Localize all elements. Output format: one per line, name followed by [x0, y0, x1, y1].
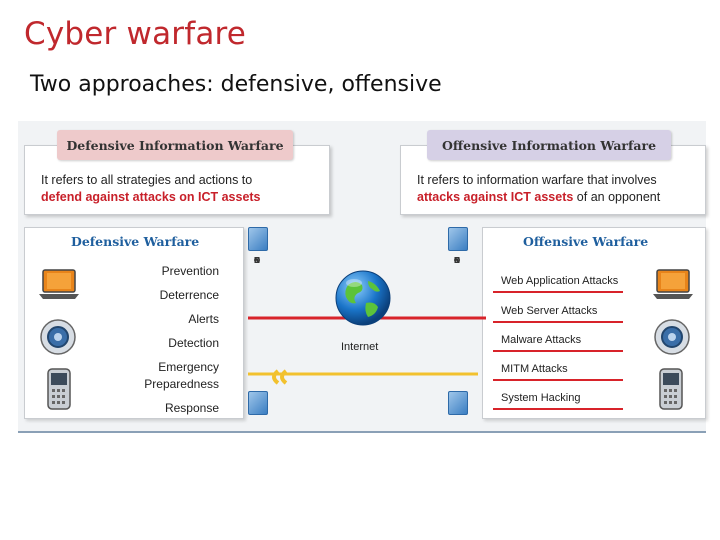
offensive-description-line1: It refers to information warfare that in… — [417, 173, 657, 187]
offensive-item-malware: Malware Attacks — [501, 334, 582, 346]
security-letter: O — [253, 255, 261, 265]
security-letter: R — [253, 255, 261, 265]
internet-label: Internet — [341, 341, 379, 353]
security-letter: S — [454, 255, 460, 265]
offensive-panel-title: Offensive Warfare — [523, 234, 649, 249]
security-letter: I — [255, 255, 259, 265]
defensive-tab: Defensive Information Warfare — [57, 130, 293, 160]
security-cube-icon — [448, 391, 468, 415]
security-letter: T — [454, 255, 460, 265]
security-letter: Y — [254, 255, 260, 265]
offensive-item-system-hacking: System Hacking — [501, 392, 581, 404]
defensive-description-line1: It refers to all strategies and actions … — [41, 173, 253, 187]
attack-underline — [493, 321, 623, 323]
laptop-icon — [39, 269, 79, 299]
security-letter: U — [453, 255, 461, 265]
security-letter: T — [254, 255, 260, 265]
attack-underline — [493, 291, 623, 293]
offensive-tab: Offensive Information Warfare — [427, 130, 671, 160]
defensive-description-box: Defensive Information Warfare It refers … — [24, 130, 330, 215]
security-letter: F — [454, 255, 460, 265]
security-letter: O — [453, 255, 461, 265]
laptop-icon — [653, 269, 693, 299]
defensive-item-preparedness: Preparedness — [144, 377, 219, 391]
security-letter: R — [453, 255, 461, 265]
attack-underline — [493, 350, 623, 352]
security-letter: E — [454, 255, 460, 265]
globe-icon — [335, 270, 391, 326]
attack-underline — [493, 379, 623, 381]
security-letter: Y — [454, 255, 460, 265]
security-letter: E — [254, 255, 260, 265]
security-letter: C — [453, 255, 461, 265]
security-letter: U — [253, 255, 261, 265]
security-letter: F — [254, 255, 260, 265]
offensive-description-box: Offensive Information Warfare It refers … — [400, 130, 706, 215]
defensive-item-emergency: Emergency — [158, 360, 219, 374]
defensive-description-highlight: defend against attacks on ICT assets — [41, 190, 261, 204]
offensive-item-mitm: MITM Attacks — [501, 363, 568, 375]
attack-underline — [493, 408, 623, 410]
security-cube-icon — [248, 391, 268, 415]
security-letter: S — [254, 255, 260, 265]
defensive-item-prevention: Prevention — [161, 264, 219, 278]
security-letter: N — [253, 255, 261, 265]
mobile-phone-icon — [47, 368, 71, 410]
slide-title: Cyber warfare — [24, 16, 247, 52]
security-cube-icon — [248, 227, 268, 251]
security-letter: I — [455, 255, 459, 265]
security-letter: I — [455, 255, 459, 265]
offensive-item-web-server: Web Server Attacks — [501, 305, 598, 317]
defensive-item-deterrence: Deterrence — [159, 288, 219, 302]
defensive-item-response: Response — [164, 401, 219, 415]
slide-subtitle: Two approaches: defensive, offensive — [30, 72, 442, 97]
security-cube-icon — [448, 227, 468, 251]
defensive-panel-title: Defensive Warfare — [71, 234, 200, 249]
defensive-item-detection: Detection — [168, 336, 219, 350]
security-letter: I — [255, 255, 259, 265]
security-letter: N — [453, 255, 461, 265]
defensive-description: It refers to all strategies and actions … — [41, 172, 261, 206]
offensive-panel: Offensive Warfare Web Application Attack… — [482, 227, 706, 419]
mobile-phone-icon — [659, 368, 683, 410]
tablet-device-icon — [654, 319, 690, 355]
offensive-description-rest: of an opponent — [573, 190, 661, 204]
defense-arrow-icon — [272, 369, 288, 385]
defensive-item-alerts: Alerts — [188, 312, 219, 326]
security-letter: C — [253, 255, 261, 265]
defensive-panel: Defensive Warfare Prevention Deterrence … — [24, 227, 244, 419]
offensive-description-highlight: attacks against ICT assets — [417, 190, 574, 204]
warfare-diagram: Defensive Information Warfare It refers … — [18, 121, 706, 433]
offensive-item-web-application: Web Application Attacks — [501, 275, 619, 287]
offensive-description: It refers to information warfare that in… — [417, 172, 660, 206]
tablet-device-icon — [40, 319, 76, 355]
